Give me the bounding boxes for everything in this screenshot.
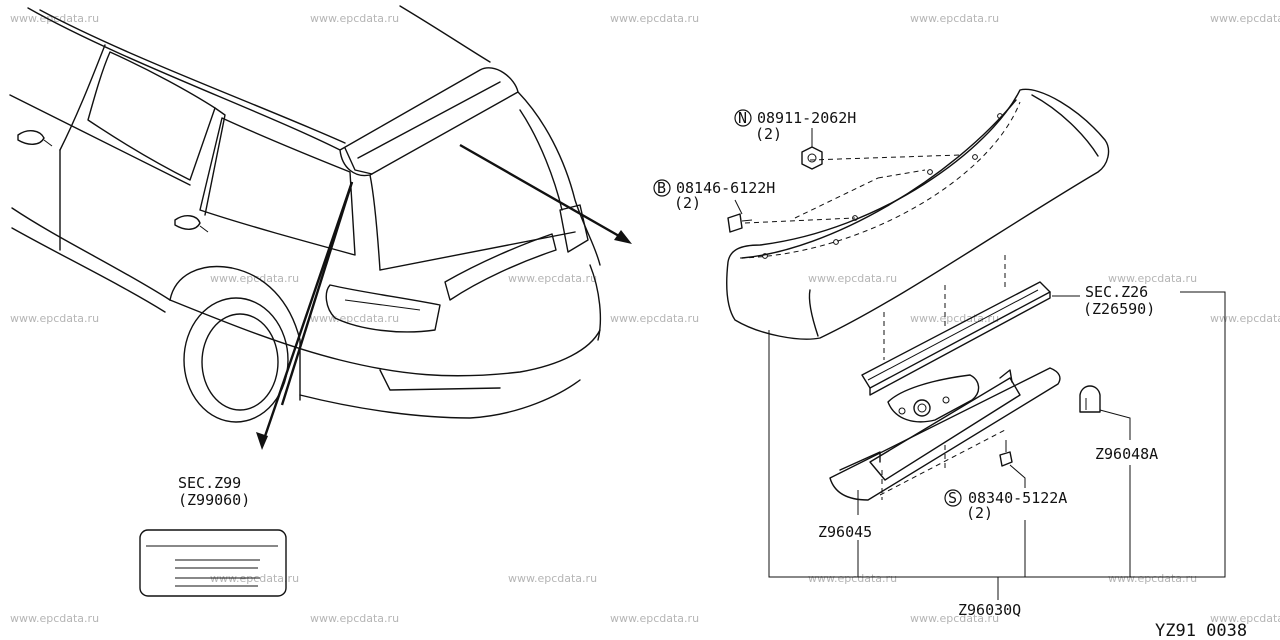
watermark: www.epcdata.ru	[10, 312, 99, 325]
part-z96045: Z96045	[818, 523, 872, 541]
watermark: www.epcdata.ru	[508, 572, 597, 585]
watermark: www.epcdata.ru	[1210, 312, 1280, 325]
watermark-layer: www.epcdata.ru www.epcdata.ru www.epcdat…	[10, 12, 1280, 625]
sec-z99-title: SEC.Z99	[178, 474, 241, 492]
watermark: www.epcdata.ru	[610, 312, 699, 325]
callout-qty: (2)	[966, 504, 993, 522]
sec-z26-ref: (Z26590)	[1083, 300, 1155, 318]
watermark: www.epcdata.ru	[310, 612, 399, 625]
callout-prefix-s: S	[948, 489, 957, 507]
watermark: www.epcdata.ru	[10, 12, 99, 25]
watermark: www.epcdata.ru	[808, 572, 897, 585]
caution-label-illustration	[139, 529, 287, 597]
watermark: www.epcdata.ru	[808, 272, 897, 285]
part-z96048a: Z96048A	[1095, 445, 1158, 463]
callout-part-08340-5122a: 08340-5122A	[968, 489, 1067, 507]
vehicle-rear-illustration	[9, 5, 632, 450]
callout-qty: (2)	[755, 125, 782, 143]
watermark: www.epcdata.ru	[310, 12, 399, 25]
watermark: www.epcdata.ru	[610, 12, 699, 25]
part-z96030q: Z96030Q	[958, 601, 1021, 619]
callout-part-08911-2062h: 08911-2062H	[757, 109, 856, 127]
callout-prefix-b: B	[657, 179, 666, 197]
watermark: www.epcdata.ru	[610, 612, 699, 625]
watermark: www.epcdata.ru	[310, 312, 399, 325]
watermark: www.epcdata.ru	[1210, 612, 1280, 625]
sec-z99-ref: (Z99060)	[178, 491, 250, 509]
watermark: www.epcdata.ru	[10, 612, 99, 625]
callout-part-08146-6122h: 08146-6122H	[676, 179, 775, 197]
watermark: www.epcdata.ru	[910, 612, 999, 625]
callout-prefix-n: N	[738, 109, 747, 127]
watermark: www.epcdata.ru	[910, 12, 999, 25]
callout-screw: S 08340-5122A (2)	[944, 489, 1067, 522]
diagram-code: YZ91 0038	[1155, 621, 1247, 640]
watermark: www.epcdata.ru	[508, 272, 597, 285]
watermark: www.epcdata.ru	[1108, 272, 1197, 285]
callout-bolt: B 08146-6122H (2)	[653, 179, 775, 212]
watermark: www.epcdata.ru	[910, 312, 999, 325]
callout-nut: N 08911-2062H (2)	[734, 109, 856, 143]
rear-spoiler-illustration	[725, 88, 1226, 600]
callout-qty: (2)	[674, 194, 701, 212]
sec-z26-title: SEC.Z26	[1085, 283, 1148, 301]
watermark: www.epcdata.ru	[1108, 572, 1197, 585]
watermark: www.epcdata.ru	[210, 272, 299, 285]
watermark: www.epcdata.ru	[1210, 12, 1280, 25]
